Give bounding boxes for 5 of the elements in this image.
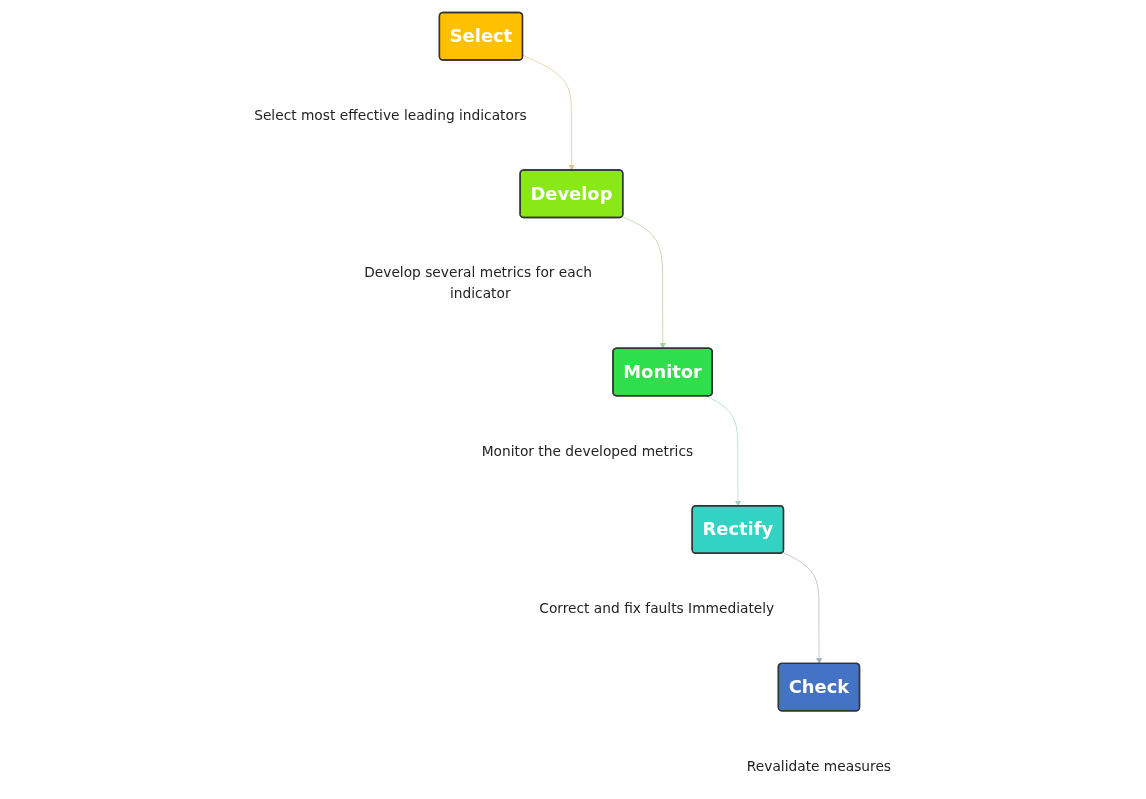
node-label: Select most effective leading indicators (254, 106, 528, 124)
node-label: Monitor the developed metrics (482, 442, 694, 460)
node-label: Correct and fix faults Immediately (539, 600, 775, 617)
node-label: Revalidate measures (747, 757, 892, 775)
node-label: Develop several metrics for each indicator (364, 264, 593, 302)
